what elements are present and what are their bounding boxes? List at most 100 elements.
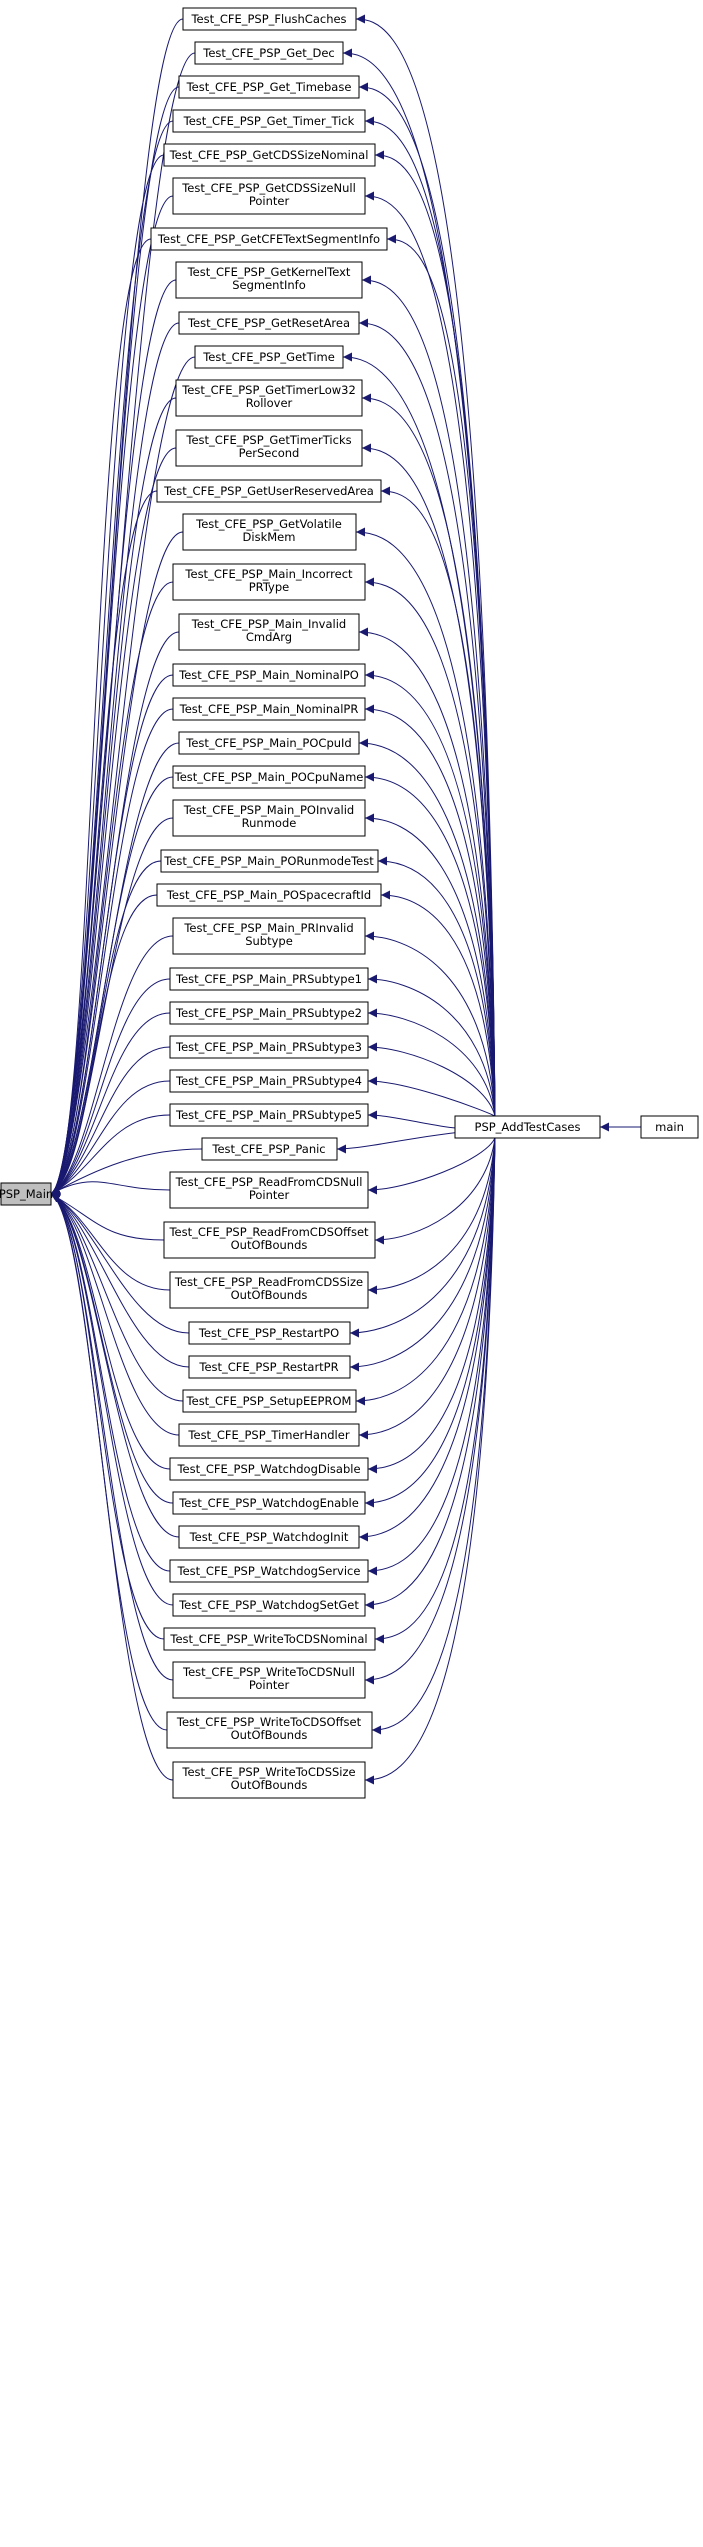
node-label: Test_CFE_PSP_WriteToCDSNull xyxy=(182,1665,355,1679)
test-node[interactable]: Test_CFE_PSP_WatchdogSetGet xyxy=(172,1593,366,1617)
test-node[interactable]: Test_CFE_PSP_Main_POCpuId xyxy=(178,731,360,755)
node-main[interactable]: main xyxy=(640,1115,699,1139)
test-node[interactable]: Test_CFE_PSP_Get_Timebase xyxy=(178,75,360,99)
test-node[interactable]: Test_CFE_PSP_WatchdogEnable xyxy=(172,1491,366,1515)
node-label: OutOfBounds xyxy=(231,1728,308,1742)
edge xyxy=(50,581,174,1195)
test-node[interactable]: Test_CFE_PSP_Main_PRSubtype3 xyxy=(169,1035,369,1059)
node-label: PSP_Main xyxy=(0,1187,53,1201)
edge xyxy=(364,772,496,1117)
edge xyxy=(50,1148,203,1195)
test-node[interactable]: Test_CFE_PSP_Main_PRSubtype4 xyxy=(169,1069,369,1093)
test-node[interactable]: Test_CFE_PSP_SetupEEPROM xyxy=(182,1389,357,1413)
edge xyxy=(355,14,496,1117)
node-label: Test_CFE_PSP_Main_PRInvalid xyxy=(183,921,353,935)
node-label: Test_CFE_PSP_GetResetArea xyxy=(187,316,350,330)
edge xyxy=(364,931,496,1117)
test-node[interactable]: Test_CFE_PSP_GetResetArea xyxy=(178,311,360,335)
test-node[interactable]: Test_CFE_PSP_Main_PRSubtype2 xyxy=(169,1001,369,1025)
test-node[interactable]: Test_CFE_PSP_Main_POCpuName xyxy=(172,765,366,789)
node-label: Test_CFE_PSP_ReadFromCDSNull xyxy=(175,1175,363,1189)
test-node[interactable]: Test_CFE_PSP_GetCFETextSegmentInfo xyxy=(150,227,388,251)
edge xyxy=(367,974,496,1117)
node-label: Runmode xyxy=(242,816,297,830)
test-node[interactable]: Test_CFE_PSP_TimerHandler xyxy=(178,1423,360,1447)
test-node[interactable]: Test_CFE_PSP_WatchdogService xyxy=(169,1559,369,1583)
node-label: Test_CFE_PSP_TimerHandler xyxy=(187,1428,349,1442)
edge xyxy=(50,1193,184,1402)
edge xyxy=(50,447,177,1195)
test-node[interactable]: Test_CFE_PSP_WatchdogInit xyxy=(178,1525,360,1549)
edge xyxy=(342,48,496,1117)
test-node[interactable]: Test_CFE_PSP_GetUserReservedArea xyxy=(156,479,382,503)
edge xyxy=(50,1193,174,1681)
test-node[interactable]: Test_CFE_PSP_Get_Timer_Tick xyxy=(172,109,366,133)
edge xyxy=(50,935,174,1195)
edge xyxy=(349,1137,496,1372)
node-label: Test_CFE_PSP_Get_Dec xyxy=(202,46,334,60)
edge xyxy=(50,1193,180,1436)
test-node[interactable]: Test_CFE_PSP_ReadFromCDSOffsetOutOfBound… xyxy=(163,1221,376,1259)
node-label: Test_CFE_PSP_Main_NominalPR xyxy=(179,702,359,716)
test-node[interactable]: Test_CFE_PSP_RestartPR xyxy=(188,1355,351,1379)
edge xyxy=(367,1137,496,1295)
edge xyxy=(374,1137,496,1245)
node-psp-main[interactable]: PSP_Main xyxy=(0,1182,53,1206)
test-node[interactable]: Test_CFE_PSP_Main_POSpacecraftId xyxy=(156,883,382,907)
test-node[interactable]: Test_CFE_PSP_Main_PRSubtype1 xyxy=(169,967,369,991)
edge xyxy=(367,1137,496,1576)
node-label: Test_CFE_PSP_GetTimerLow32 xyxy=(181,383,356,397)
test-node[interactable]: Test_CFE_PSP_Main_NominalPO xyxy=(172,663,366,687)
node-label: Rollover xyxy=(246,396,293,410)
node-label: OutOfBounds xyxy=(231,1778,308,1792)
edge xyxy=(50,1046,171,1195)
node-label: Test_CFE_PSP_WriteToCDSOffset xyxy=(176,1715,362,1729)
edge xyxy=(358,318,496,1117)
node-label: Test_CFE_PSP_Main_PRSubtype5 xyxy=(175,1108,362,1122)
node-label: Test_CFE_PSP_Main_POCpuName xyxy=(174,770,364,784)
node-label: Test_CFE_PSP_WriteToCDSNominal xyxy=(169,1632,367,1646)
edge xyxy=(50,120,174,1195)
node-label: SegmentInfo xyxy=(232,278,306,292)
test-node[interactable]: Test_CFE_PSP_Main_PRSubtype5 xyxy=(169,1103,369,1127)
edge xyxy=(364,813,496,1117)
test-node[interactable]: Test_CFE_PSP_Main_NominalPR xyxy=(172,697,366,721)
test-node[interactable]: Test_CFE_PSP_GetTime xyxy=(194,345,344,369)
test-node[interactable]: Test_CFE_PSP_WriteToCDSNominal xyxy=(163,1627,376,1651)
test-node[interactable]: Test_CFE_PSP_Panic xyxy=(201,1137,338,1161)
edge xyxy=(364,670,496,1117)
node-label: Test_CFE_PSP_WatchdogDisable xyxy=(176,1462,360,1476)
edge xyxy=(361,393,496,1117)
edge xyxy=(50,1193,174,1606)
test-node[interactable]: Test_CFE_PSP_FlushCaches xyxy=(182,7,357,31)
edge xyxy=(380,890,496,1117)
test-node[interactable]: Test_CFE_PSP_RestartPO xyxy=(188,1321,351,1345)
node-label: Test_CFE_PSP_WatchdogSetGet xyxy=(178,1598,359,1612)
edge xyxy=(367,1042,496,1117)
edge xyxy=(50,1080,171,1195)
test-node[interactable]: Test_CFE_PSP_Get_Dec xyxy=(194,41,344,65)
node-psp-addtestcases[interactable]: PSP_AddTestCases xyxy=(454,1115,601,1139)
edge xyxy=(355,527,496,1117)
edge xyxy=(50,1193,180,1538)
edge xyxy=(50,1114,171,1195)
test-node[interactable]: Test_CFE_PSP_WatchdogDisable xyxy=(169,1457,369,1481)
edge xyxy=(371,1137,496,1735)
test-node[interactable]: Test_CFE_PSP_GetCDSSizeNominal xyxy=(163,143,376,167)
edge xyxy=(364,704,496,1117)
test-node[interactable]: Test_CFE_PSP_Main_PORunmodeTest xyxy=(160,849,379,873)
